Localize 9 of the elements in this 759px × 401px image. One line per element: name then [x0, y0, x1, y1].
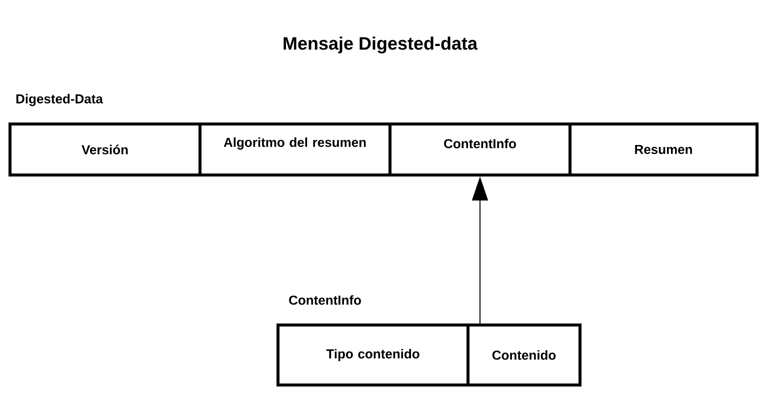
field-cell: Contenido [466, 324, 582, 386]
title: Mensaje Digested-data [284, 36, 478, 54]
node-label: ContentInfo [289, 295, 361, 305]
field-cell: Versión [8, 122, 202, 176]
field-cell: Tipo contenido [276, 324, 470, 386]
field-cell: Resumen [568, 122, 758, 176]
field-cell: Algoritmo del resumen [198, 122, 392, 176]
node-label: Digested-Data [16, 94, 104, 106]
field-cell: ContentInfo [388, 122, 572, 176]
